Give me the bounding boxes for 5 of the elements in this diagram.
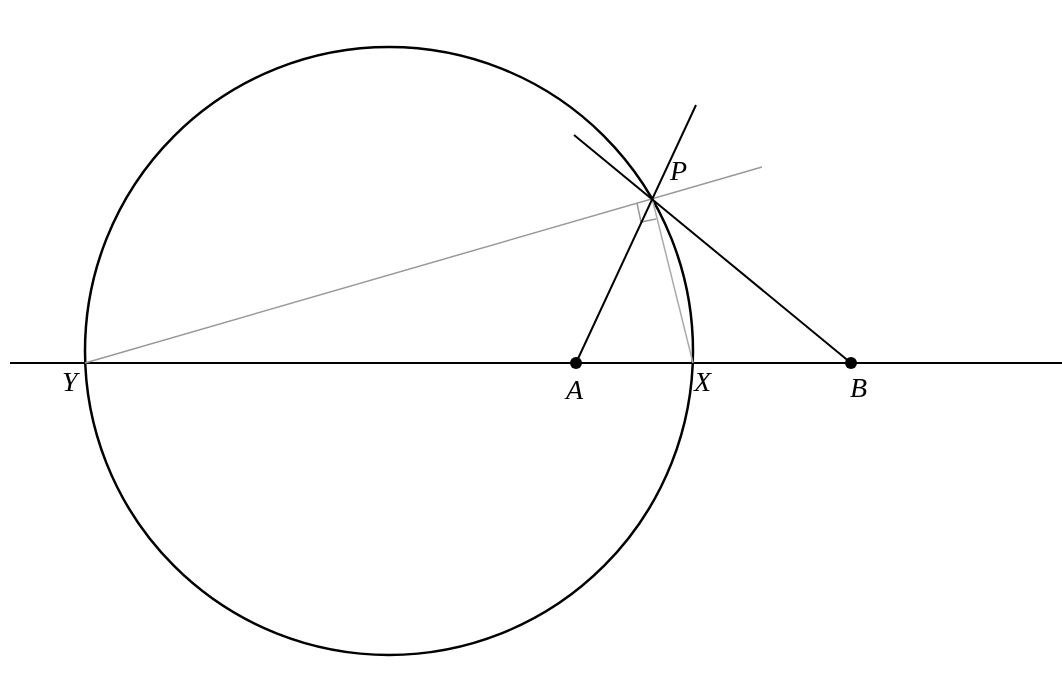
point-label: A (566, 376, 584, 404)
point-label: Y (62, 368, 78, 396)
point-label: P (670, 157, 688, 185)
point-label: B (850, 374, 868, 402)
point-label: X (694, 368, 712, 396)
